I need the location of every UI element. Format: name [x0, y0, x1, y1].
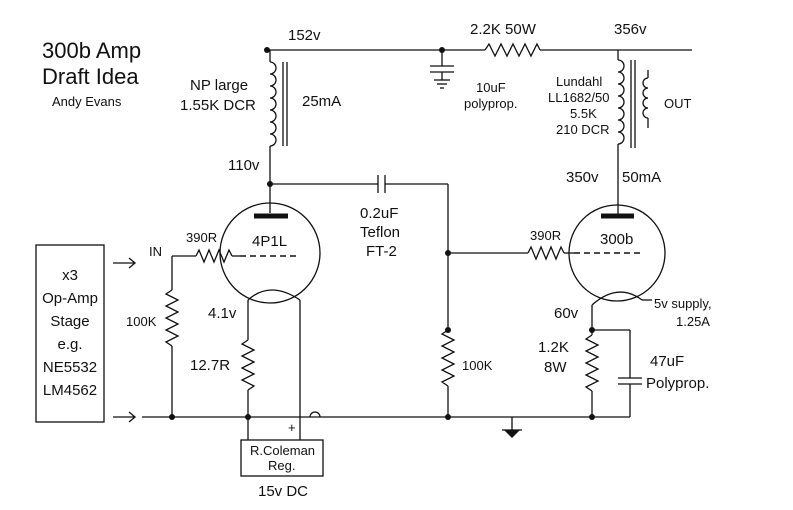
label-polyprop-47: Polyprop.: [646, 375, 709, 392]
label-10uf: 10uF: [476, 80, 506, 95]
junction-cathode: [589, 327, 595, 333]
label-reg-1: R.Coleman: [250, 443, 315, 458]
label-out: OUT: [664, 96, 692, 111]
label-ot-2: LL1682/50: [548, 90, 609, 105]
label-12r7: 12.7R: [190, 357, 230, 374]
label-plus: +: [288, 420, 296, 435]
junction-plate: [267, 181, 273, 187]
label-60v: 60v: [554, 305, 579, 322]
junction-bplus: [264, 47, 270, 53]
junction-gnd-3: [445, 414, 451, 420]
ground-symbol: [504, 430, 520, 438]
driver-tube: [219, 202, 321, 304]
label-driver-tube: 4P1L: [252, 233, 287, 250]
label-50ma: 50mA: [622, 169, 661, 186]
author: Andy Evans: [52, 94, 122, 109]
label-152v: 152v: [288, 27, 321, 44]
label-choke-2: 1.55K DCR: [180, 97, 256, 114]
label-4v1: 4.1v: [208, 305, 237, 322]
label-coupling-1: 0.2uF: [360, 205, 398, 222]
label-47uf: 47uF: [650, 353, 684, 370]
opamp-line-4: e.g.: [57, 336, 82, 353]
label-coupling-2: Teflon: [360, 224, 400, 241]
driver-filament: [247, 289, 301, 301]
label-356v: 356v: [614, 21, 647, 38]
driver-grid-resistor: [195, 248, 233, 264]
junction-100k: [445, 327, 451, 333]
label-350v: 350v: [566, 169, 599, 186]
label-dropper: 2.2K 50W: [470, 21, 537, 38]
regulator-box: [240, 439, 324, 477]
dropper-resistor: [484, 42, 541, 58]
output-cathode-resistor: [584, 334, 600, 392]
label-polyprop-10: polyprop.: [464, 96, 517, 111]
junction-gnd-1: [169, 414, 175, 420]
opamp-line-3: Stage: [50, 313, 89, 330]
opamp-line-6: LM4562: [43, 382, 97, 399]
label-ot-4: 210 DCR: [556, 122, 609, 137]
label-in: IN: [149, 244, 162, 259]
output-filament: [591, 291, 643, 306]
title-line-1: 300b Amp: [42, 38, 141, 63]
label-100k-grid: 100K: [462, 358, 493, 373]
label-15v: 15v DC: [258, 483, 308, 500]
opamp-box: [35, 244, 105, 423]
opamp-line-2: Op-Amp: [42, 290, 98, 307]
label-ot-1: Lundahl: [556, 74, 602, 89]
label-reg-2: Reg.: [268, 458, 295, 473]
label-100k-input: 100K: [126, 314, 157, 329]
input-resistor-100k: [164, 289, 180, 347]
wire-hop: [309, 411, 321, 418]
output-grid-resistor: [527, 245, 565, 261]
ot-primary: [617, 59, 625, 145]
label-coupling-3: FT-2: [366, 243, 397, 260]
label-8w: 8W: [544, 359, 567, 376]
label-output-tube: 300b: [600, 231, 633, 248]
label-110v: 110v: [228, 157, 260, 174]
label-supply-1: 5v supply,: [654, 296, 712, 311]
title-line-2: Draft Idea: [42, 64, 139, 89]
label-supply-2: 1.25A: [676, 314, 710, 329]
ot-secondary: [642, 77, 649, 119]
label-1k2: 1.2K: [538, 339, 569, 356]
grid-resistor-100k: [440, 329, 456, 387]
junction-grid: [445, 250, 451, 256]
junction-gnd-2: [245, 414, 251, 420]
ground-arrow-head: [128, 411, 137, 423]
junction-cap10: [439, 47, 445, 53]
choke-winding: [269, 61, 277, 147]
junction-gnd-4: [589, 414, 595, 420]
label-choke-current: 25mA: [302, 93, 341, 110]
cathode-resistor-12r7: [240, 339, 256, 391]
opamp-line-5: NE5532: [43, 359, 97, 376]
label-grid-r1: 390R: [186, 230, 217, 245]
opamp-line-1: x3: [62, 267, 78, 284]
label-ot-3: 5.5K: [570, 106, 597, 121]
output-tube: [568, 204, 666, 302]
label-choke-1: NP large: [190, 77, 248, 94]
label-grid-r2: 390R: [530, 228, 561, 243]
input-arrow-head: [128, 257, 137, 269]
